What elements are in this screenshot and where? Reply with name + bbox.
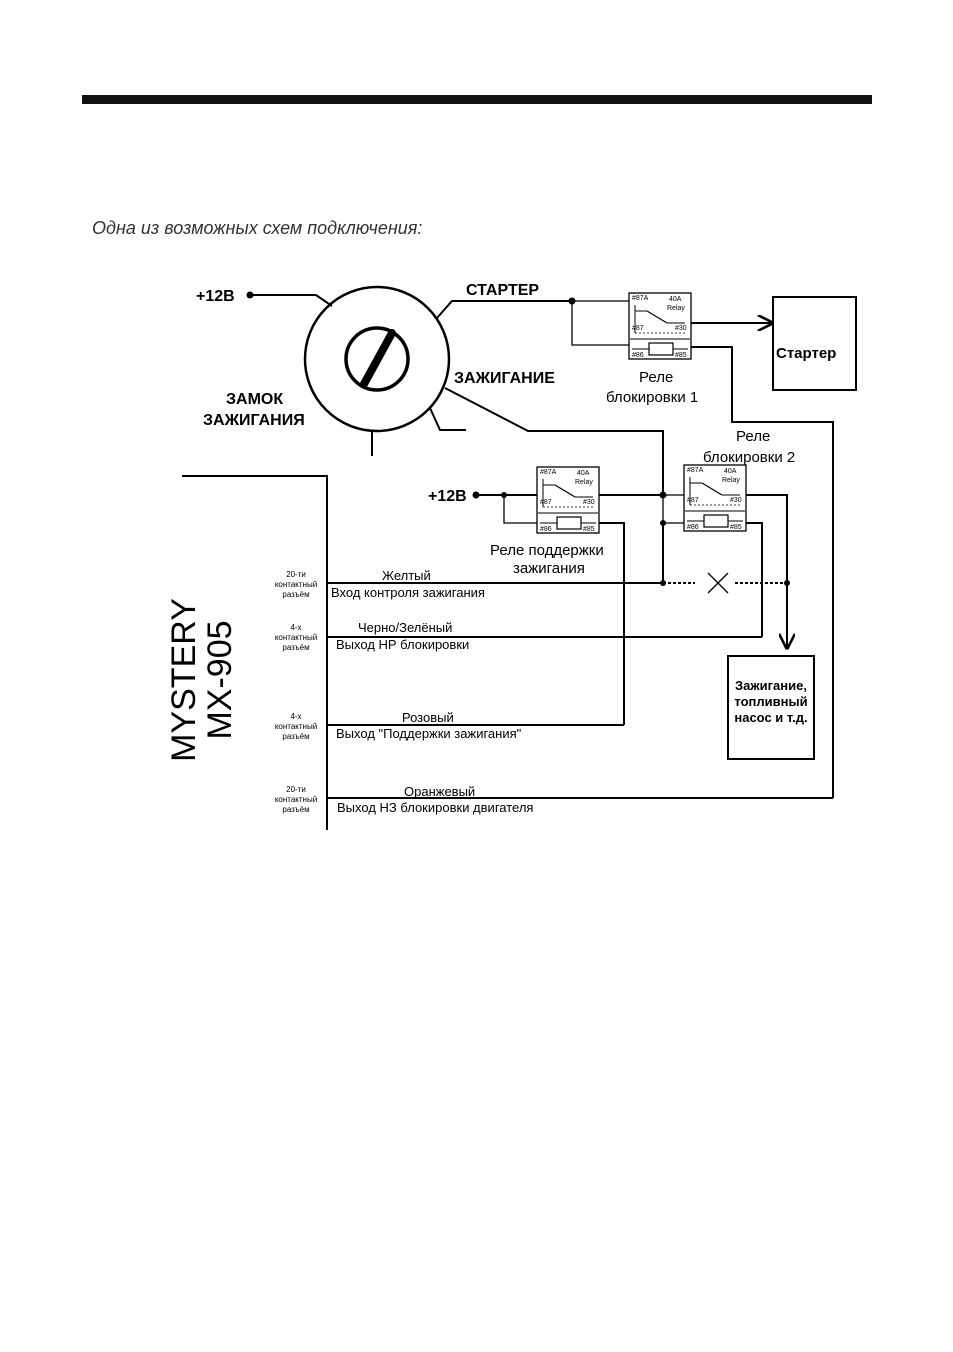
subtitle: Одна из возможных схем подключения: xyxy=(92,218,423,238)
relay2-caption-2: блокировки 2 xyxy=(703,449,795,466)
starter-wire-label: СТАРТЕР xyxy=(466,282,539,299)
svg-text:контактный: контактный xyxy=(275,722,317,731)
relay-block-1: #87A 40A Relay #87 #30 #86 #85 xyxy=(628,292,692,360)
top-rule xyxy=(82,95,872,104)
svg-text:разъём: разъём xyxy=(282,732,309,741)
svg-text:20-ти: 20-ти xyxy=(286,785,306,794)
wire-color-orange: Оранжевый xyxy=(404,784,475,799)
connector-yellow: 20-ти контактный разъём Желтый Вход конт… xyxy=(275,568,787,600)
wire-orange xyxy=(691,346,834,798)
relay1-caption-1: Реле xyxy=(639,369,673,386)
svg-text:40A: 40A xyxy=(669,296,682,303)
lock-label-2: ЗАЖИГАНИЯ xyxy=(203,412,305,429)
svg-text:#30: #30 xyxy=(675,325,687,332)
connector-orange: 20-ти контактный разъём Оранжевый Выход … xyxy=(275,784,833,815)
svg-text:4-х: 4-х xyxy=(290,623,301,632)
svg-text:#86: #86 xyxy=(687,524,699,531)
svg-text:разъём: разъём xyxy=(282,590,309,599)
wire-function-black-green: Выход НР блокировки xyxy=(336,637,469,652)
ignition-box-line1: Зажигание, xyxy=(735,678,807,693)
svg-text:Relay: Relay xyxy=(722,477,740,484)
svg-text:контактный: контактный xyxy=(275,633,317,642)
svg-text:20-ти: 20-ти xyxy=(286,570,306,579)
svg-text:#30: #30 xyxy=(730,497,742,504)
svg-text:#87A: #87A xyxy=(687,467,704,474)
relay-block-2: #87A 40A Relay #87 #30 #86 #85 xyxy=(683,464,747,532)
wire-starter xyxy=(436,300,572,319)
wire-function-yellow: Вход контроля зажигания xyxy=(331,585,485,600)
ignition-box xyxy=(727,655,815,760)
svg-text:разъём: разъём xyxy=(282,805,309,814)
svg-text:#30: #30 xyxy=(583,499,595,506)
device-name: MYSTERY MX-905 xyxy=(165,598,239,762)
relay2-caption-1: Реле xyxy=(736,428,770,445)
connector-black-green: 4-х контактный разъём Черно/Зелёный Выхо… xyxy=(275,620,762,652)
relay-ignition-support: #87A 40A Relay #87 #30 #86 #85 xyxy=(536,466,600,534)
alarm-unit-outline xyxy=(182,475,328,830)
relay1-caption-2: блокировки 1 xyxy=(606,389,698,406)
wire-color-yellow: Желтый xyxy=(382,568,431,583)
svg-text:#87: #87 xyxy=(687,497,699,504)
starter-box xyxy=(772,296,857,391)
svg-text:#87A: #87A xyxy=(632,295,649,302)
svg-text:#85: #85 xyxy=(583,526,595,533)
wire-color-black-green: Черно/Зелёный xyxy=(358,620,452,635)
svg-text:разъём: разъём xyxy=(282,643,309,652)
svg-text:40A: 40A xyxy=(724,468,737,475)
svg-text:#86: #86 xyxy=(540,526,552,533)
ignition-box-line3: насос и т.д. xyxy=(734,710,807,725)
device-name-line2: MX-905 xyxy=(201,620,239,739)
svg-text:контактный: контактный xyxy=(275,580,317,589)
svg-text:#87: #87 xyxy=(540,499,552,506)
svg-text:#85: #85 xyxy=(675,352,687,359)
svg-text:Relay: Relay xyxy=(575,479,593,486)
device-name-line1: MYSTERY xyxy=(165,598,203,762)
wire-pink xyxy=(599,522,625,725)
svg-text:#86: #86 xyxy=(632,352,644,359)
lock-label-1: ЗАМОК xyxy=(226,391,283,408)
svg-text:40A: 40A xyxy=(577,470,590,477)
wire-black-green xyxy=(746,522,763,637)
wire-plus12-lock xyxy=(250,294,333,307)
ignition-box-line2: топливный xyxy=(734,694,807,709)
plus12-mid-label: +12В xyxy=(428,488,467,505)
svg-text:Relay: Relay xyxy=(667,305,685,312)
svg-text:4-х: 4-х xyxy=(290,712,301,721)
connector-pink: 4-х контактный разъём Розовый Выход "Под… xyxy=(275,710,624,741)
plus12-top-label: +12В xyxy=(196,288,235,305)
svg-text:#87: #87 xyxy=(632,325,644,332)
wire-function-orange: Выход НЗ блокировки двигателя xyxy=(337,800,533,815)
ignition-lock xyxy=(303,285,466,456)
relay3-caption-1: Реле поддержки xyxy=(490,542,604,559)
starter-box-label: Стартер xyxy=(776,345,836,362)
svg-text:#85: #85 xyxy=(730,524,742,531)
svg-text:#87A: #87A xyxy=(540,469,557,476)
wire-function-pink: Выход "Поддержки зажигания" xyxy=(336,726,522,741)
wire-color-pink: Розовый xyxy=(402,710,454,725)
relay3-caption-2: зажигания xyxy=(513,560,585,577)
ignition-wire-label: ЗАЖИГАНИЕ xyxy=(454,370,555,387)
svg-text:контактный: контактный xyxy=(275,795,317,804)
wire-ignition xyxy=(444,387,664,495)
